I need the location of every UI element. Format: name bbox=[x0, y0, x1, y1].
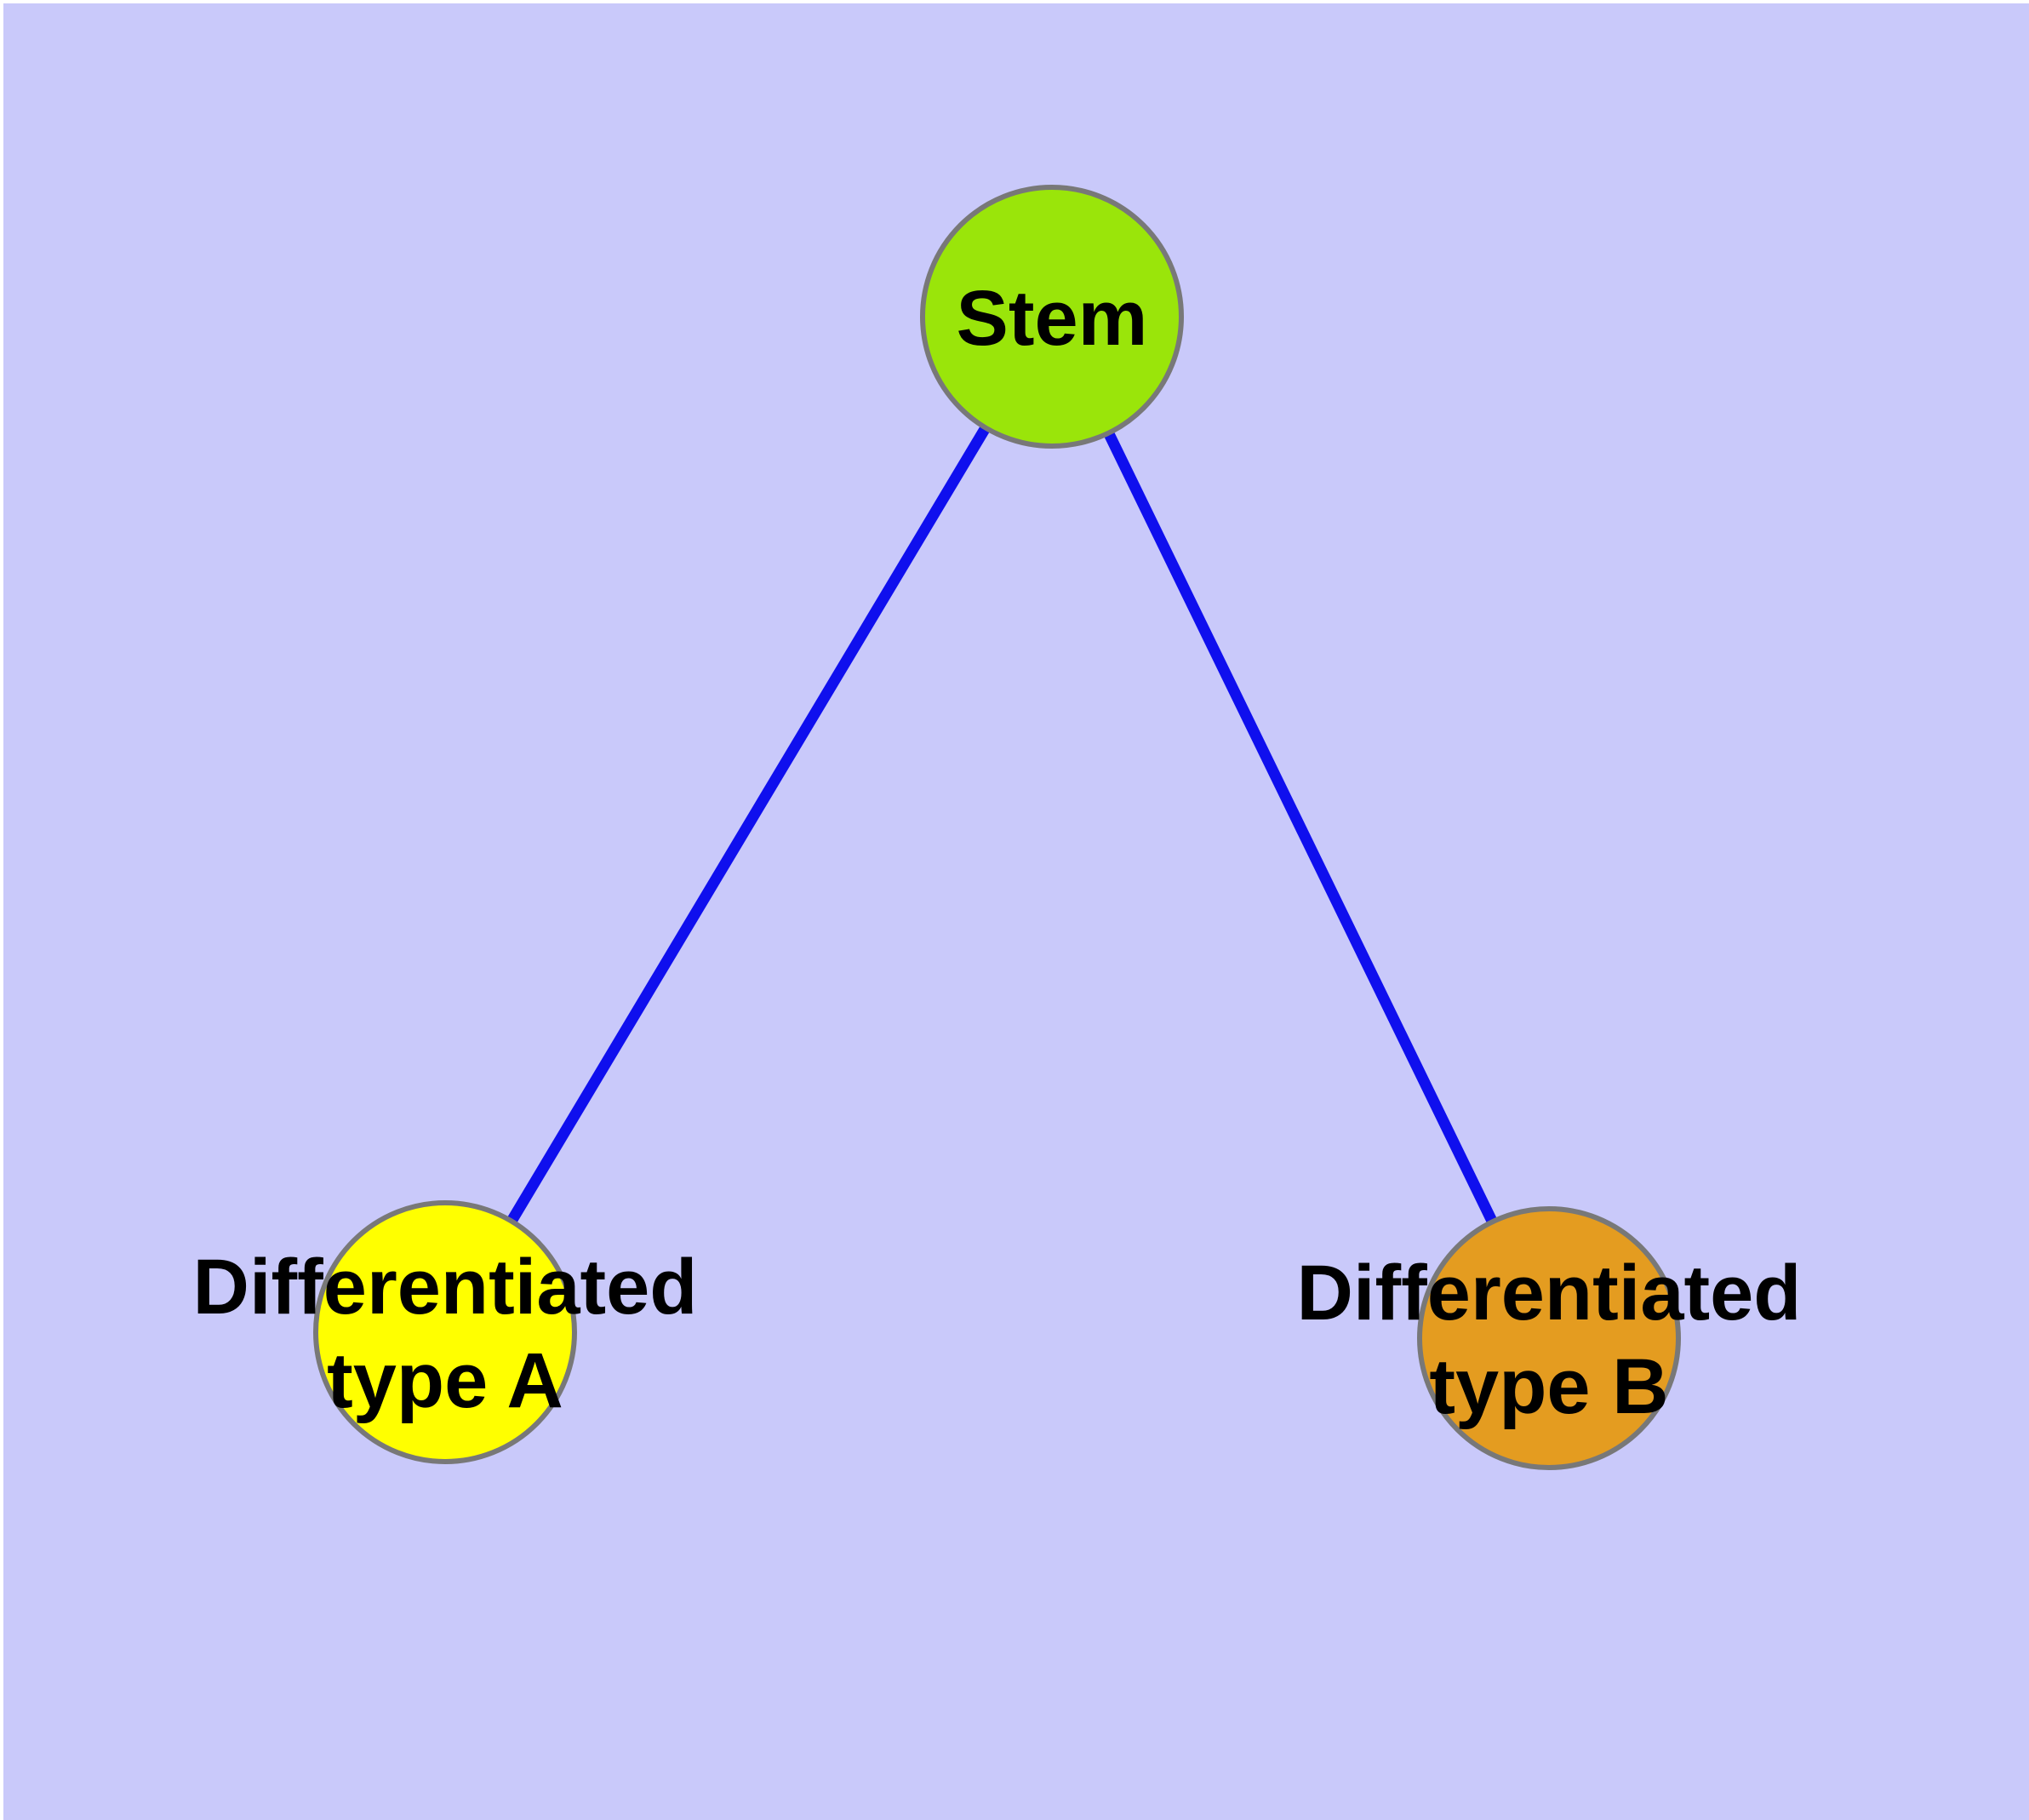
graph-edge-stem-to-differentiated-type-a bbox=[440, 313, 1057, 1336]
graph-edge-stem-to-differentiated-type-b bbox=[1047, 314, 1554, 1341]
node-circle-differentiated-type-b bbox=[1417, 1206, 1681, 1470]
node-circle-differentiated-type-a bbox=[313, 1200, 577, 1464]
node-circle-stem bbox=[920, 185, 1184, 449]
